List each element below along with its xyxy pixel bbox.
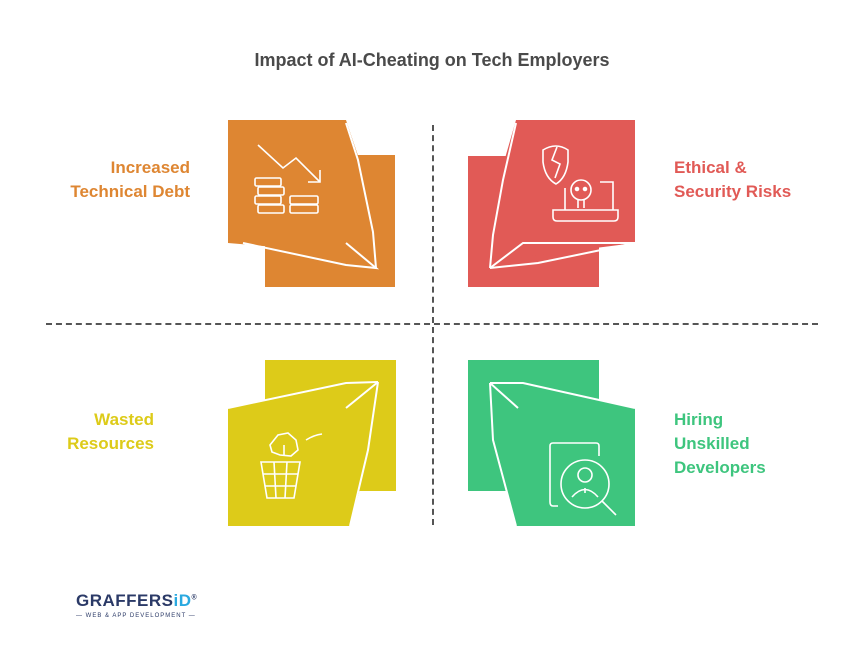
label-technical-debt: Increased Technical Debt xyxy=(40,156,190,204)
logo-tagline: — WEB & APP DEVELOPMENT — xyxy=(76,613,196,619)
label-line: Technical Debt xyxy=(70,182,190,201)
label-line: Developers xyxy=(674,458,766,477)
logo-brand-main: GRAFFERS xyxy=(76,591,174,610)
graffersid-logo: GRAFFERSiD® — WEB & APP DEVELOPMENT — xyxy=(76,591,197,619)
label-line: Unskilled xyxy=(674,434,750,453)
label-line: Security Risks xyxy=(674,182,792,201)
label-line: Ethical & xyxy=(674,158,747,177)
label-line: Wasted xyxy=(94,410,154,429)
logo-registered: ® xyxy=(191,594,198,602)
horizontal-divider xyxy=(46,323,818,325)
logo-wordmark: GRAFFERSiD® xyxy=(76,591,197,611)
logo-brand-accent: iD xyxy=(173,591,192,610)
broken-shield-skull-laptop-icon xyxy=(468,120,636,287)
label-line: Resources xyxy=(67,434,154,453)
user-search-icon xyxy=(468,360,636,527)
label-line: Increased xyxy=(110,158,190,177)
label-wasted-resources: Wasted Resources xyxy=(40,408,154,456)
label-line: Hiring xyxy=(674,410,724,429)
vertical-divider xyxy=(432,125,434,525)
label-ethical-security: Ethical & Security Risks xyxy=(674,156,834,204)
diagram-title: Impact of AI-Cheating on Tech Employers xyxy=(254,50,610,70)
crumpled-paper-trash-icon xyxy=(228,360,396,527)
declining-coins-icon xyxy=(228,120,395,287)
label-hiring-unskilled: Hiring Unskilled Developers xyxy=(674,408,834,480)
